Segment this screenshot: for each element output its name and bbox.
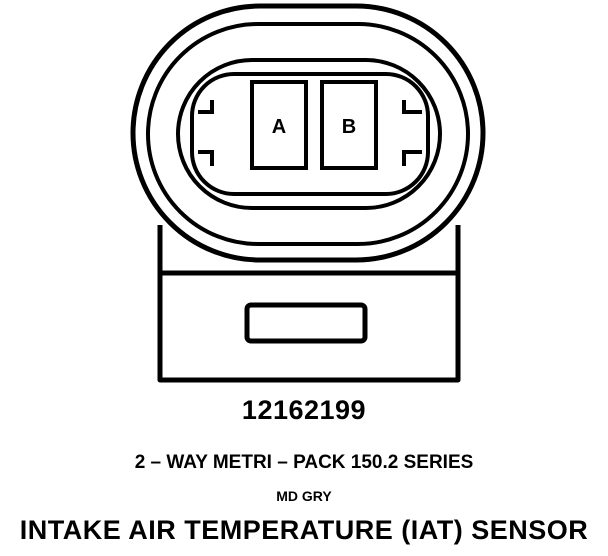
part-number: 12162199 <box>241 395 367 425</box>
connector-shell-ring <box>146 22 470 246</box>
connector-color-label: MD GRY <box>276 488 332 504</box>
locking-tab-slot <box>244 302 368 344</box>
cavity-key-top-left <box>198 100 214 114</box>
cavity-key-bottom-right <box>402 150 422 166</box>
sensor-name-title: INTAKE AIR TEMPERATURE (IAT) SENSOR <box>19 515 589 545</box>
connector-face-diagram: A B <box>130 3 486 383</box>
pin-label-b: B <box>342 116 356 138</box>
terminal-cavity-b <box>320 80 378 170</box>
cavity-key-top-right <box>402 100 422 114</box>
connector-series-label: 2 – WAY METRI – PACK 150.2 SERIES <box>134 452 474 473</box>
terminal-cavity-a <box>250 80 308 170</box>
pin-label-a: A <box>272 116 286 138</box>
connector-cavity <box>190 72 430 196</box>
connector-cavity-ring <box>176 58 442 210</box>
cavity-key-bottom-left <box>198 150 214 166</box>
